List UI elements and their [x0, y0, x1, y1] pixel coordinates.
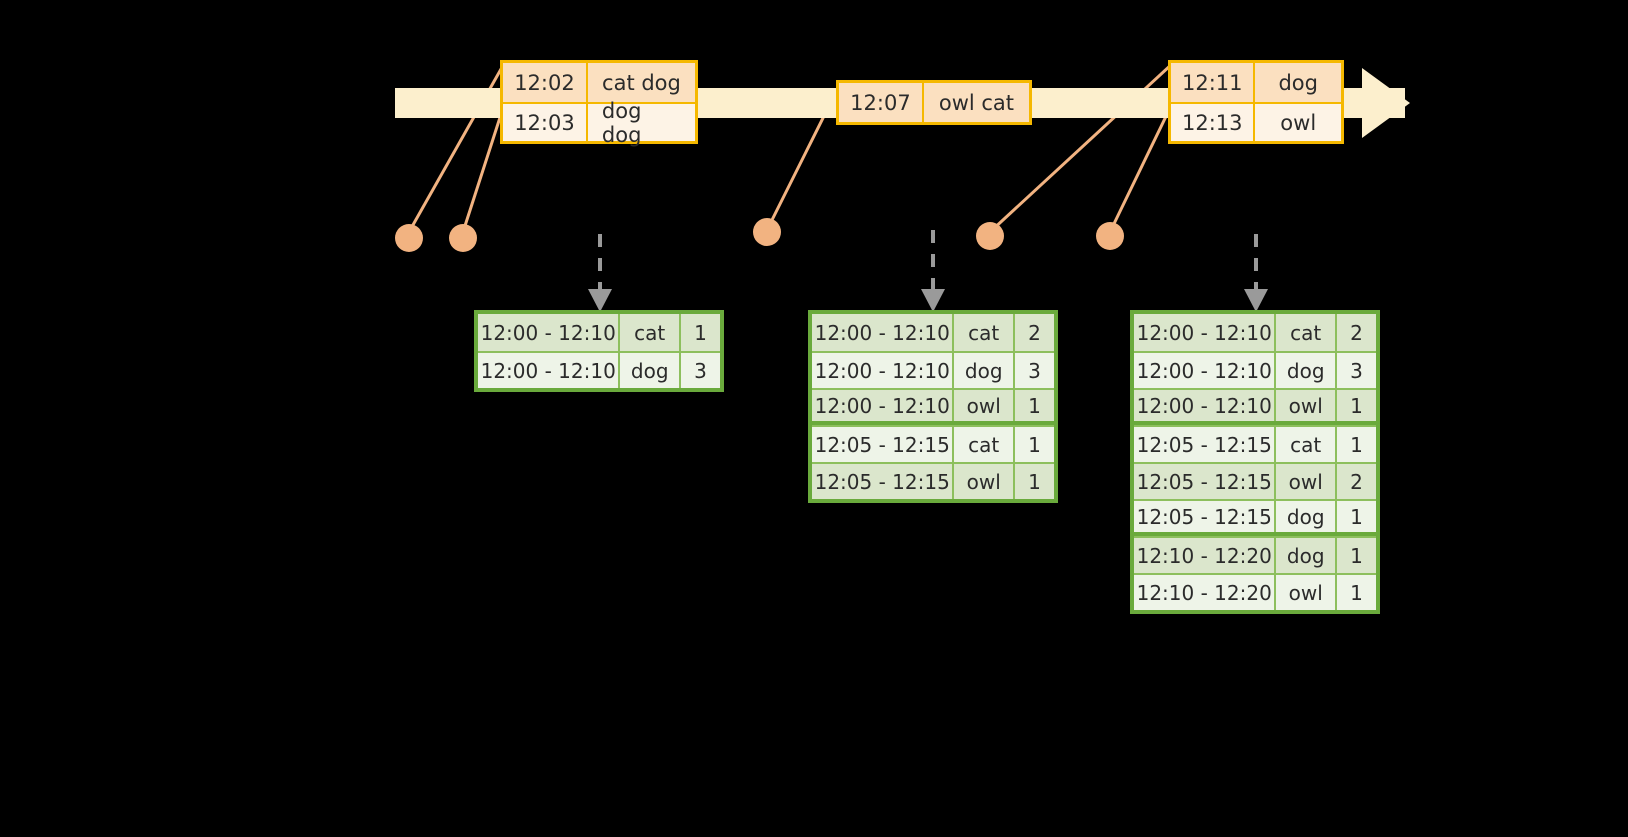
event-box-a[interactable]: 12:02 cat dog 12:03 dog dog	[500, 60, 698, 147]
table-row: 12:05 - 12:15 dog 1	[1134, 499, 1376, 536]
event-box-b[interactable]: 12:07 owl cat	[836, 80, 1032, 125]
window-cell: 12:00 - 12:10	[1134, 314, 1277, 351]
count-cell: 1	[1336, 427, 1376, 462]
event-time: 12:11	[1171, 63, 1256, 102]
event-time: 12:07	[839, 83, 924, 122]
connector-line-2	[461, 101, 507, 233]
window-cell: 12:00 - 12:10	[478, 314, 621, 351]
word-cell: dog	[1276, 353, 1337, 388]
window-cell: 12:05 - 12:15	[812, 427, 955, 462]
word-cell: owl	[954, 390, 1015, 421]
word-cell: dog	[954, 353, 1015, 388]
event-dot-3	[753, 218, 781, 246]
window-cell: 12:05 - 12:15	[812, 464, 955, 499]
event-time: 12:13	[1171, 104, 1256, 141]
event-box-c[interactable]: 12:11 dog 12:13 owl	[1168, 60, 1344, 144]
count-cell: 2	[1014, 314, 1054, 351]
count-cell: 3	[1014, 353, 1054, 388]
table-row: 12:05 - 12:15 owl 2	[1134, 462, 1376, 499]
table-row: 12:00 - 12:10 owl 1	[812, 388, 1054, 425]
result-table-2[interactable]: 12:00 - 12:10 cat 2 12:00 - 12:10 dog 3 …	[808, 310, 1058, 503]
event-words: dog dog	[587, 99, 695, 147]
window-cell: 12:00 - 12:10	[1134, 353, 1277, 388]
word-cell: owl	[1276, 464, 1337, 499]
event-dot-4	[976, 222, 1004, 250]
event-row: 12:07 owl cat	[839, 83, 1029, 122]
result-table-3[interactable]: 12:00 - 12:10 cat 2 12:00 - 12:10 dog 3 …	[1130, 310, 1380, 614]
window-cell: 12:00 - 12:10	[812, 353, 955, 388]
window-cell: 12:05 - 12:15	[1134, 464, 1277, 499]
dashed-arrow-head-2	[921, 289, 945, 312]
window-cell: 12:10 - 12:20	[1134, 538, 1277, 573]
window-cell: 12:05 - 12:15	[1134, 501, 1277, 532]
event-dot-5	[1096, 222, 1124, 250]
event-words: dog	[1255, 63, 1341, 102]
window-cell: 12:00 - 12:10	[812, 390, 955, 421]
window-cell: 12:05 - 12:15	[1134, 427, 1277, 462]
event-dot-2	[449, 224, 477, 252]
word-cell: dog	[620, 353, 681, 388]
table-row: 12:10 - 12:20 dog 1	[1134, 536, 1376, 573]
connector-line-5	[1108, 103, 1174, 233]
count-cell: 1	[1336, 575, 1376, 610]
table-row: 12:00 - 12:10 dog 3	[1134, 351, 1376, 388]
word-cell: cat	[1276, 427, 1337, 462]
table-row: 12:05 - 12:15 cat 1	[812, 425, 1054, 462]
window-cell: 12:10 - 12:20	[1134, 575, 1277, 610]
table-row: 12:00 - 12:10 cat 2	[1134, 314, 1376, 351]
word-cell: cat	[954, 427, 1015, 462]
word-cell: cat	[620, 314, 681, 351]
count-cell: 1	[1014, 390, 1054, 421]
event-time: 12:02	[503, 63, 588, 102]
count-cell: 1	[1014, 464, 1054, 499]
table-row: 12:10 - 12:20 owl 1	[1134, 573, 1376, 610]
table-row: 12:00 - 12:10 dog 3	[478, 351, 720, 388]
count-cell: 3	[680, 353, 720, 388]
event-words: owl	[1255, 104, 1341, 141]
event-row: 12:02 cat dog	[503, 63, 695, 102]
word-cell: owl	[954, 464, 1015, 499]
event-row: 12:11 dog	[1171, 63, 1341, 102]
result-table-1[interactable]: 12:00 - 12:10 cat 1 12:00 - 12:10 dog 3	[474, 310, 724, 392]
count-cell: 1	[1014, 427, 1054, 462]
count-cell: 3	[1336, 353, 1376, 388]
count-cell: 1	[1336, 501, 1376, 532]
word-cell: dog	[1276, 538, 1337, 573]
table-row: 12:05 - 12:15 owl 1	[812, 462, 1054, 499]
count-cell: 1	[1336, 538, 1376, 573]
word-cell: cat	[954, 314, 1015, 351]
event-time: 12:03	[503, 104, 588, 141]
table-row: 12:00 - 12:10 cat 1	[478, 314, 720, 351]
word-cell: owl	[1276, 575, 1337, 610]
word-cell: dog	[1276, 501, 1337, 532]
event-row: 12:13 owl	[1171, 102, 1341, 141]
event-row: 12:03 dog dog	[503, 99, 695, 147]
word-cell: owl	[1276, 390, 1337, 421]
window-cell: 12:00 - 12:10	[812, 314, 955, 351]
word-cell: cat	[1276, 314, 1337, 351]
event-words: owl cat	[923, 83, 1029, 122]
window-cell: 12:00 - 12:10	[1134, 390, 1277, 421]
count-cell: 2	[1336, 314, 1376, 351]
event-words: cat dog	[587, 63, 695, 102]
count-cell: 2	[1336, 464, 1376, 499]
table-row: 12:00 - 12:10 dog 3	[812, 351, 1054, 388]
event-dot-1	[395, 224, 423, 252]
dashed-arrow-head-3	[1244, 289, 1268, 312]
count-cell: 1	[680, 314, 720, 351]
dashed-arrow-head-1	[588, 289, 612, 312]
count-cell: 1	[1336, 390, 1376, 421]
table-row: 12:05 - 12:15 cat 1	[1134, 425, 1376, 462]
table-row: 12:00 - 12:10 cat 2	[812, 314, 1054, 351]
window-cell: 12:00 - 12:10	[478, 353, 621, 388]
table-row: 12:00 - 12:10 owl 1	[1134, 388, 1376, 425]
